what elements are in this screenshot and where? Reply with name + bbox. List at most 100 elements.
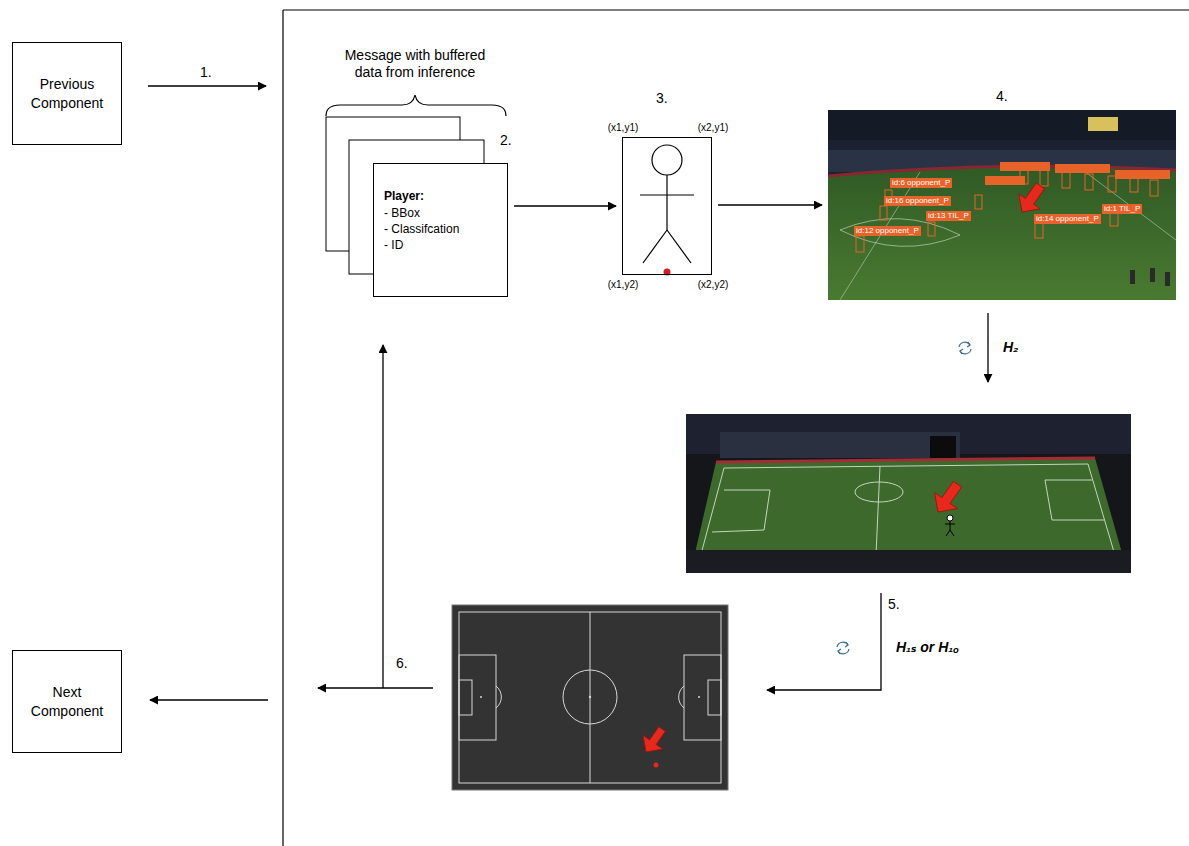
pitch-map-part-part [708, 680, 721, 715]
camera-frame-photo-part [856, 168, 1158, 252]
warped-camera-image-part-part [947, 515, 953, 521]
rotate-icon-part-part [967, 342, 970, 347]
detection-tag: id:13 TIL_P [926, 211, 971, 221]
bbox-figure: (x1,y1)(x2,y1)(x1,y2)(x2,y2) [622, 137, 712, 275]
warped-camera-image-part-part [876, 466, 880, 555]
pitch-map-part-part [496, 686, 501, 708]
warped-camera-image-part [716, 458, 1095, 462]
step-number: 1. [200, 64, 212, 81]
camera-frame-photo-part-part [1115, 170, 1170, 179]
camera-frame-photo-part [1088, 117, 1118, 131]
rotate-icon-part [837, 642, 849, 654]
stick-figure-part [640, 194, 694, 195]
step-number: 5. [888, 596, 900, 613]
pitch-map-part-part [698, 696, 700, 698]
message-caption: Message with buffered data from inferenc… [335, 47, 495, 81]
camera-frame-photo-part [1130, 268, 1170, 286]
warped-camera-image-part-part [946, 530, 950, 536]
camera-frame-photo-part [1080, 168, 1176, 240]
camera-frame-photo-part-part [1150, 268, 1155, 282]
camera-frame-photo-part-part [880, 206, 887, 220]
camera-frame-photo-part-part [1040, 170, 1048, 186]
pitch-map-part [654, 763, 659, 768]
flow-arrow-part [150, 699, 268, 700]
player-card: Player:- BBox- Classifcation- ID [373, 163, 508, 297]
camera-frame-photo-part [840, 172, 920, 300]
corner-coordinate: (x2,y1) [698, 122, 729, 134]
pitch-map-part [459, 612, 721, 783]
flow-arrow-part [767, 593, 881, 690]
card-field: - BBox [384, 205, 499, 221]
warped-camera-image-part [700, 464, 1114, 558]
warped-camera-image-part-part [950, 521, 951, 530]
stick-figure [640, 145, 694, 263]
camera-frame-photo-part [828, 110, 1176, 300]
rotate-icon-part-part [845, 642, 848, 647]
warped-camera-image-part [686, 550, 1131, 573]
flow-arrow-part [148, 85, 266, 86]
curly-brace [326, 95, 506, 116]
detection-tag: id:14 opponent_P [1034, 214, 1101, 224]
rotate-icon-part-part [837, 642, 848, 647]
pitch-map-part-part [590, 612, 591, 783]
camera-frame-photo-part-part [1108, 176, 1116, 192]
detection-tag: id:6 opponent_P [890, 178, 952, 188]
pitch-map-part [452, 605, 728, 790]
pitch-map-part-part [684, 655, 721, 740]
flow-arrow-part [987, 313, 988, 382]
component-box: Next Component [12, 650, 122, 753]
pitch-map-part-part [563, 670, 617, 724]
component-frame [283, 10, 1189, 846]
warped-camera-image-part-part [1045, 480, 1104, 520]
detection-photo: id:6 opponent_Pid:16 opponent_Pid:13 TIL… [828, 110, 1176, 300]
pitch-map-part-part [459, 655, 496, 740]
rotate-icon-part-part [960, 349, 971, 354]
camera-frame-photo-part-part [1150, 180, 1158, 196]
warped-camera-image-part-part [945, 524, 955, 525]
pitch-map-part-part [459, 680, 472, 715]
pitch-map-part-part [480, 696, 482, 698]
card-field: - ID [384, 237, 499, 253]
card-heading: Player: [384, 188, 499, 204]
flow-arrow [718, 204, 822, 205]
rotate-icon-part-part [960, 349, 963, 354]
component-frame-part [283, 9, 1189, 10]
step-number: 3. [656, 90, 668, 107]
warped-camera-image-part-part [700, 464, 1114, 558]
warped-camera-image-part-part [712, 490, 770, 532]
pitch-map-part-part [459, 612, 721, 783]
camera-frame-photo-part-part [1085, 174, 1093, 190]
camera-frame-photo-part-part [1062, 172, 1070, 188]
warped-camera-image [686, 414, 1131, 573]
warped-camera-image-part-part [855, 482, 903, 502]
warped-camera-image-part [945, 515, 955, 536]
flow-arrow [514, 205, 616, 206]
rotate-icon-part-part [838, 649, 841, 654]
camera-frame-photo-part [985, 162, 1170, 185]
camera-frame-photo-part-part [1035, 222, 1043, 238]
rotate-icon-part-part [838, 649, 849, 654]
camera-frame-photo-part-part [1130, 270, 1135, 284]
rotate-icon-part-part [959, 342, 970, 347]
pitch-map-part-part [589, 696, 591, 698]
camera-frame-photo-part-part [1000, 162, 1050, 171]
component-box: Previous Component [12, 42, 122, 145]
camera-frame-photo-part [840, 219, 960, 247]
pitch-map-part-part [679, 686, 684, 708]
camera-frame-photo [828, 110, 1176, 300]
pitch-map [452, 605, 728, 790]
camera-frame-photo-part-part [985, 176, 1025, 185]
detection-tag: id:12 opponent_P [854, 226, 921, 236]
camera-frame-photo-part-part [1055, 164, 1110, 173]
box-text: Previous Component [21, 75, 113, 113]
stick-figure-part [667, 230, 691, 263]
corner-coordinate: (x1,y1) [608, 122, 639, 134]
warped-camera-image-part [927, 476, 969, 520]
warped-camera-image-part-part [950, 530, 954, 536]
corner-coordinate: (x1,y2) [608, 279, 639, 291]
corner-coordinate: (x2,y2) [698, 279, 729, 291]
detection-tag: id:1 TIL_P [1102, 204, 1142, 214]
warped-camera-image-part [692, 458, 1124, 566]
